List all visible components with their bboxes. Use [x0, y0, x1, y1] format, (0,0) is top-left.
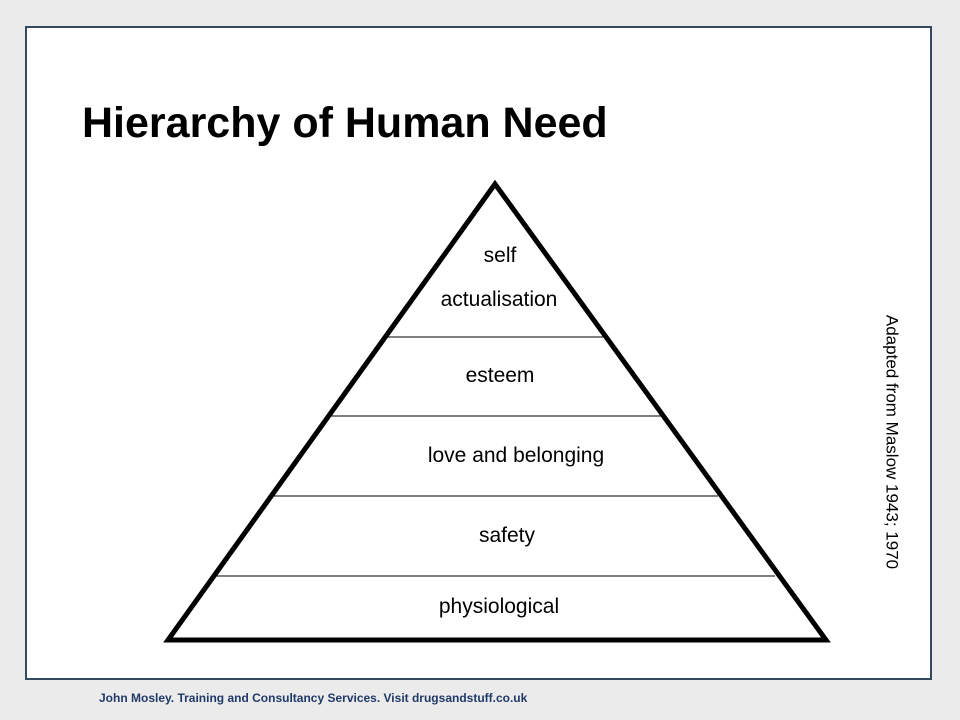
level-label-actualisation: actualisation	[440, 288, 558, 311]
footer-credit: John Mosley. Training and Consultancy Se…	[99, 691, 528, 705]
level-label-self: self	[483, 244, 517, 267]
level-label-safety: safety	[478, 524, 536, 547]
pyramid-outline	[163, 179, 831, 643]
level-label-physiological: physiological	[438, 595, 560, 618]
slide-title: Hierarchy of Human Need	[82, 99, 608, 147]
citation-note: Adapted from Maslow 1943; 1970	[882, 314, 902, 570]
slide-frame	[25, 26, 932, 680]
level-label-love-and-belonging: love and belonging	[427, 444, 605, 467]
level-label-esteem: esteem	[465, 364, 535, 387]
